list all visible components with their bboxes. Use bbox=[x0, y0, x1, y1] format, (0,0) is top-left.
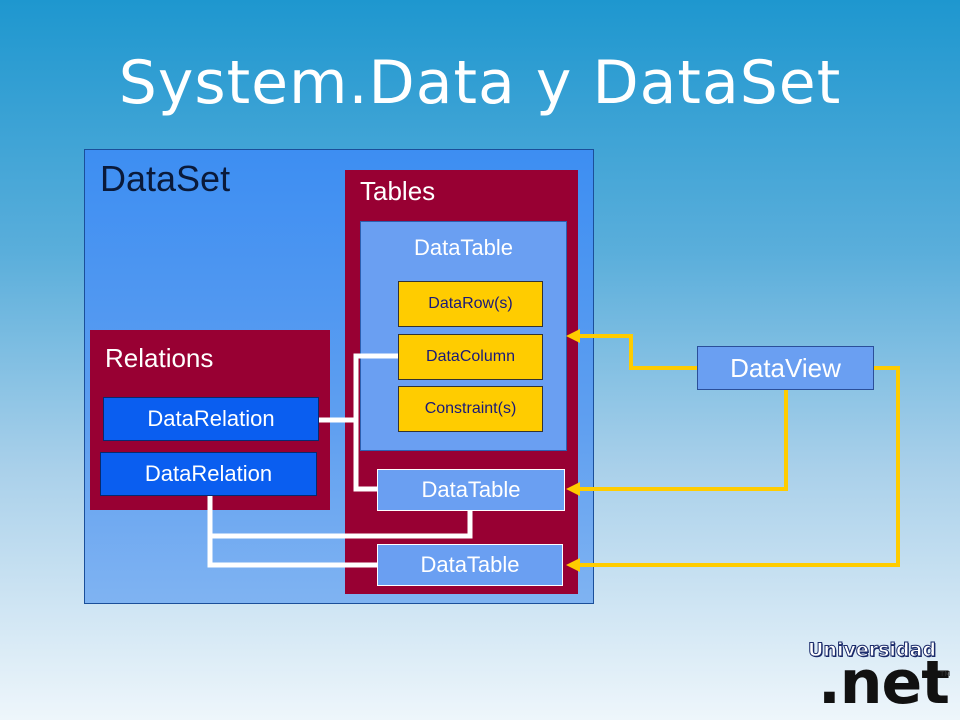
datatable-box-2: DataTable bbox=[377, 469, 565, 511]
relations-label: Relations bbox=[105, 343, 214, 373]
datarow-box: DataRow(s) bbox=[398, 281, 543, 327]
slide-title: System.Data y DataSet bbox=[118, 48, 842, 118]
datatable-expanded-label: DataTable bbox=[413, 235, 514, 260]
relation-connector-1 bbox=[319, 353, 398, 423]
dataview-box: DataView bbox=[697, 346, 874, 390]
constraint-box: Constraint(s) bbox=[398, 386, 543, 432]
relation-connector-4 bbox=[207, 536, 378, 568]
relation-connector-2 bbox=[353, 420, 378, 492]
datacolumn-box: DataColumn bbox=[398, 334, 543, 380]
arrowhead-3 bbox=[566, 558, 580, 572]
logo-word: Universidad bbox=[808, 639, 937, 662]
datatable-box-3: DataTable bbox=[377, 544, 563, 586]
relation-connector-3 bbox=[207, 496, 473, 539]
datarelation-box-2: DataRelation bbox=[100, 452, 317, 496]
dataview-arrow-3 bbox=[578, 366, 900, 567]
datarelation-box-1: DataRelation bbox=[103, 397, 319, 441]
arrowhead-2 bbox=[566, 482, 580, 496]
dataview-arrow-1 bbox=[578, 334, 697, 370]
dataset-label: DataSet bbox=[100, 158, 231, 199]
logo-tm: TM bbox=[940, 670, 951, 678]
tables-label: Tables bbox=[360, 176, 436, 206]
dataview-arrow-2 bbox=[578, 390, 788, 491]
arrowhead-1 bbox=[566, 329, 580, 343]
logo-net: .net bbox=[818, 648, 950, 718]
